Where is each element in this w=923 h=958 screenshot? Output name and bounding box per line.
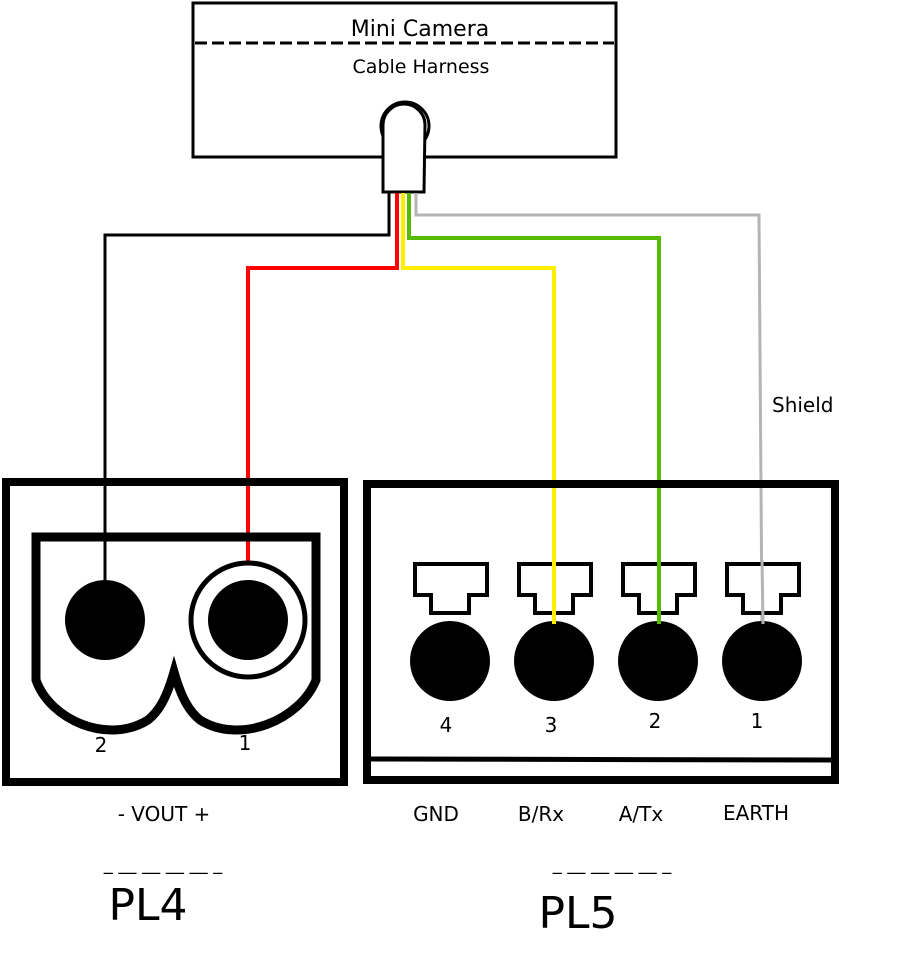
cable-gland-body [381, 102, 427, 194]
camera-subtitle: Cable Harness [353, 56, 490, 78]
pl5-terminal-3 [514, 621, 594, 701]
camera-title: Mini Camera [351, 17, 489, 42]
pl4-socket-outline [31, 532, 321, 735]
pl5-function-gnd: GND [413, 802, 459, 826]
pl5-pin-label-3: 3 [545, 713, 558, 737]
pl4-dashes: _ __ __ __ __ _ [103, 854, 224, 875]
pl5-pin-1 [722, 562, 802, 701]
pl5-pin-label-1: 1 [751, 709, 764, 733]
pl5-housing [363, 480, 839, 784]
pl5-function-brx: B/Rx [518, 802, 564, 826]
pl5-dashes: _ __ __ __ __ _ [552, 854, 673, 875]
pl5-terminal-2 [618, 621, 698, 701]
pl4-function-label: - VOUT + [118, 802, 211, 826]
wire-grey-tip [760, 559, 765, 625]
pl4-housing [2, 478, 348, 786]
pl5-pin-4 [410, 562, 490, 701]
pl5-pin-label-4: 4 [440, 713, 453, 737]
pl5-base-line [368, 756, 834, 763]
wire-grey-shield [414, 193, 764, 625]
pl5-pin-3 [514, 562, 594, 701]
pl4-name: PL4 [108, 880, 187, 931]
shield-label: Shield [772, 393, 833, 417]
pl4-pin-2 [65, 580, 145, 660]
wire-green [407, 193, 661, 624]
wire-yellow [401, 193, 556, 624]
pl4-pin-label-2: 2 [95, 733, 108, 757]
pl5-pin-label-2: 2 [649, 709, 662, 733]
wire-red [246, 193, 399, 582]
pl5-terminal-4 [410, 621, 490, 701]
pl5-function-atx: A/Tx [619, 802, 664, 826]
pl4-pin-label-1: 1 [239, 731, 252, 755]
wire-black [103, 193, 391, 600]
pl5-function-earth: EARTH [723, 801, 789, 825]
pl5-latch-4 [413, 562, 489, 615]
pl4-pin-1 [208, 580, 288, 660]
pl5-terminal-1 [722, 621, 802, 701]
pl5-name: PL5 [538, 888, 617, 939]
